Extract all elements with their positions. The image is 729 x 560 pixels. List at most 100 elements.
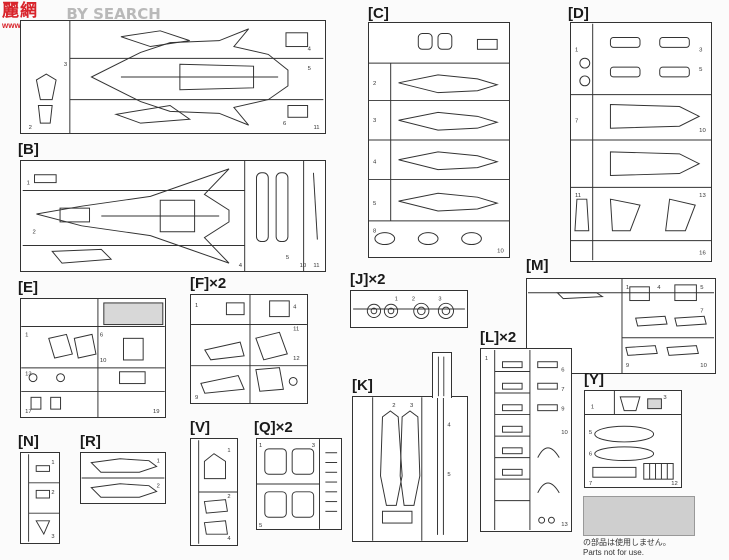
section-label-k: [K] [352,377,373,394]
svg-text:2: 2 [373,81,376,87]
sprue-a-drawing: 45 113 62 [29,21,324,133]
svg-text:1: 1 [395,296,398,302]
watermark-logo: 麗網 [2,1,38,21]
section-label-e: [E] [18,279,38,296]
svg-text:4: 4 [373,160,377,166]
svg-text:5: 5 [589,430,593,436]
svg-text:4: 4 [657,285,661,291]
svg-text:3: 3 [373,118,377,124]
watermark-search: BY SEARCH [66,5,161,23]
svg-text:3: 3 [51,534,54,540]
svg-text:10: 10 [300,263,307,269]
svg-text:10: 10 [699,128,706,134]
sprue-c-drawing: 23 45 810 [369,33,509,254]
sprue-n-frame: 1 2 3 [20,452,60,544]
svg-text:10: 10 [497,248,504,254]
svg-text:1: 1 [27,181,30,187]
svg-text:1: 1 [591,405,594,411]
section-label-j: [J]×2 [350,271,386,288]
svg-text:11: 11 [293,326,299,332]
svg-text:3: 3 [438,296,441,302]
svg-text:1: 1 [195,303,198,309]
svg-text:1: 1 [227,448,230,454]
svg-text:10: 10 [700,363,707,369]
svg-text:6: 6 [589,452,592,458]
svg-text:11: 11 [575,193,581,199]
svg-text:5: 5 [699,67,703,73]
svg-text:7: 7 [561,387,564,393]
svg-text:4: 4 [447,423,451,429]
svg-text:1: 1 [626,285,629,291]
svg-text:17: 17 [25,409,32,415]
sprue-n-drawing: 1 2 3 [28,454,59,542]
section-label-l: [L]×2 [480,329,517,346]
svg-text:7: 7 [589,481,592,487]
svg-text:19: 19 [153,409,160,415]
sprue-k-antenna-drawing [437,356,445,397]
svg-text:7: 7 [700,308,703,314]
svg-text:1: 1 [259,443,262,449]
sprue-j-drawing: 1 2 3 [353,296,465,319]
section-label-b: [B] [18,141,39,158]
svg-text:3: 3 [663,395,666,401]
svg-text:6: 6 [100,332,104,338]
svg-text:9: 9 [626,363,629,369]
svg-text:2: 2 [157,484,160,490]
sprue-r-drawing: 12 [81,458,165,498]
sprue-j-frame: 1 2 3 [350,290,468,328]
svg-text:1: 1 [25,332,28,338]
section-label-v: [V] [190,419,210,436]
svg-text:16: 16 [699,250,706,256]
section-label-n: [N] [18,433,39,450]
svg-text:1: 1 [575,47,578,53]
svg-text:2: 2 [51,490,54,496]
svg-text:3: 3 [312,443,315,449]
svg-text:3: 3 [410,403,414,409]
svg-text:3: 3 [64,62,68,68]
sprue-k-drawing: 2 3 4 5 [372,397,451,541]
sprue-y-drawing: 1 3 5 6 7 12 [585,391,681,487]
svg-text:2: 2 [33,230,36,236]
svg-text:1: 1 [485,356,488,362]
svg-text:2: 2 [412,296,415,302]
section-label-y: [Y] [584,371,604,388]
svg-text:5: 5 [308,66,312,72]
svg-text:3: 3 [699,47,703,53]
sprue-k-frame: 2 3 4 5 [352,396,468,542]
svg-text:11: 11 [313,125,319,131]
svg-text:5: 5 [286,255,290,261]
svg-text:13: 13 [25,372,32,378]
section-label-c: [C] [368,5,389,22]
svg-text:5: 5 [447,472,451,478]
section-label-m: [M] [526,257,549,274]
svg-text:7: 7 [575,118,578,124]
sprue-k-antenna-frame [432,352,452,398]
svg-text:13: 13 [561,522,568,528]
section-label-f: [F]×2 [190,275,227,292]
sprue-v-frame: 1 2 4 [190,438,238,546]
section-label-q: [Q]×2 [254,419,293,436]
svg-text:4: 4 [308,46,312,52]
svg-text:4: 4 [227,536,231,542]
svg-text:5: 5 [373,201,377,207]
svg-text:12: 12 [671,481,678,487]
svg-text:4: 4 [239,263,243,269]
svg-text:2: 2 [392,403,395,409]
svg-text:5: 5 [700,285,704,291]
svg-text:4: 4 [293,305,297,311]
svg-text:1: 1 [51,460,54,466]
svg-text:1: 1 [157,459,160,465]
svg-text:2: 2 [227,494,230,500]
